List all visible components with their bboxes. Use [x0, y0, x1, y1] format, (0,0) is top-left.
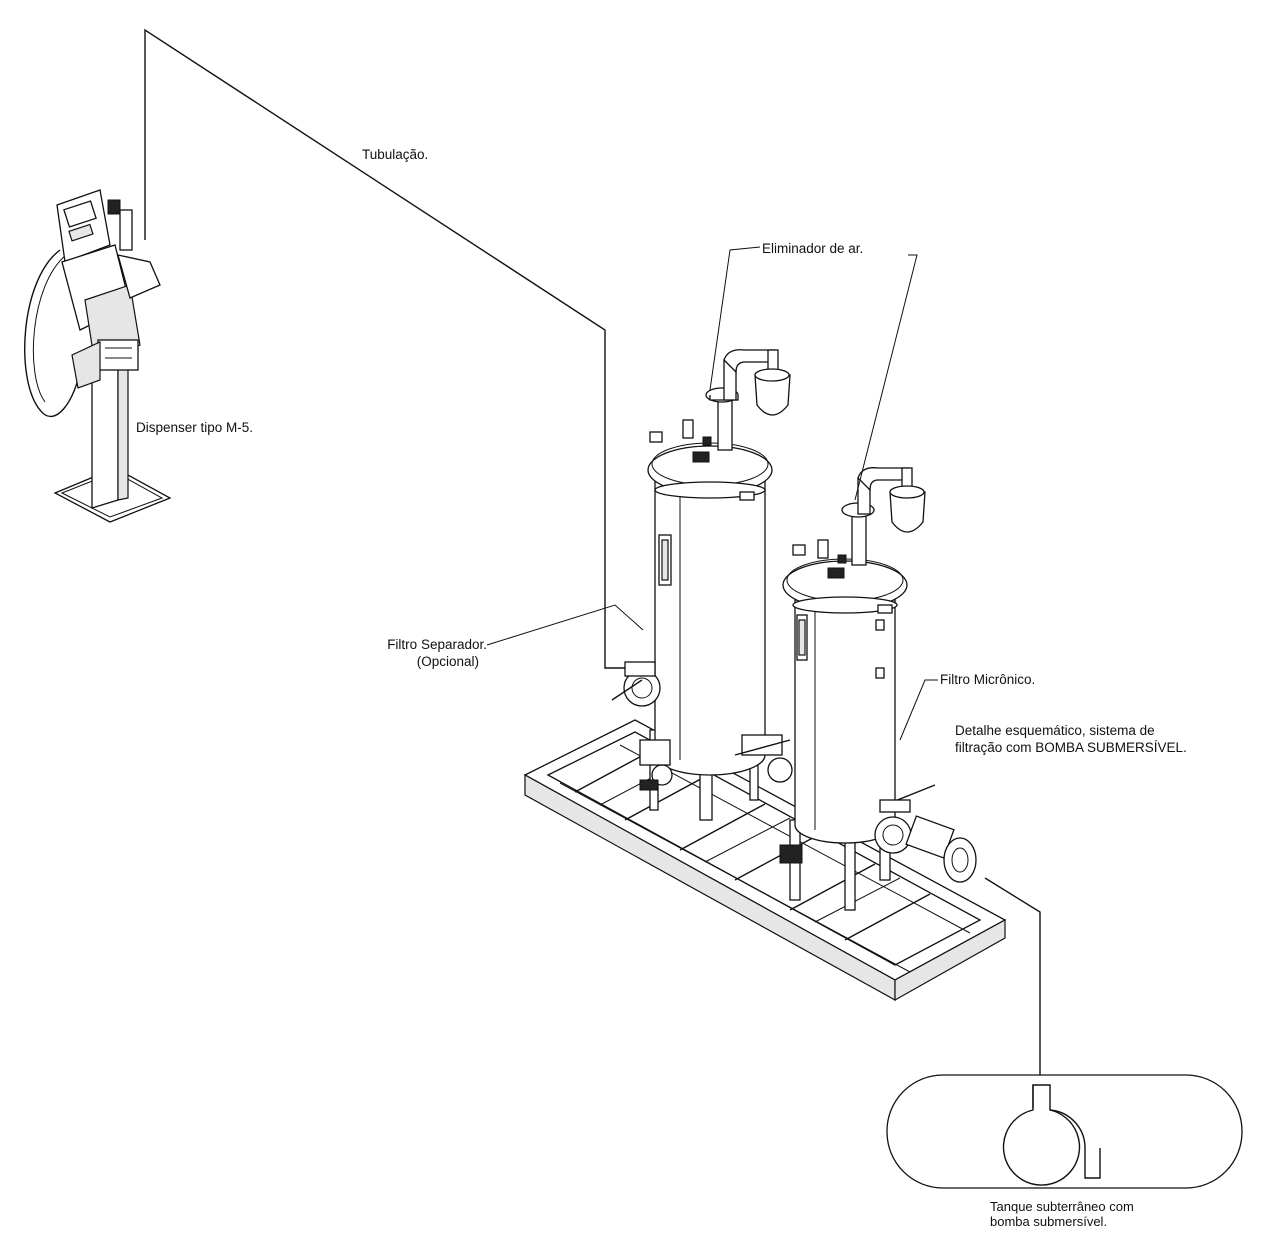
filtro-micronico-vessel	[734, 544, 977, 911]
label-tubulacao: Tubulação.	[362, 147, 429, 162]
detalhe-line2: filtração com BOMBA SUBMERSÍVEL.	[955, 740, 1187, 755]
pump-symbol	[1002, 1084, 1081, 1186]
skid-frame	[523, 719, 1007, 1002]
leader-eliminador-right	[854, 254, 918, 501]
dispenser-m5	[24, 189, 172, 523]
tanque-subterraneo	[886, 1074, 1243, 1189]
filtro-separador-vessel	[611, 431, 773, 821]
tanque-line1: Tanque subterrâneo com	[990, 1199, 1134, 1214]
label-detalhe-esquematico: Detalhe esquemático, sistema de filtraçã…	[955, 722, 1187, 756]
label-dispenser: Dispenser tipo M-5.	[136, 420, 254, 435]
leader-filtro-separador	[486, 604, 644, 646]
tanque-line2: bomba submersível.	[990, 1214, 1108, 1229]
eliminador-de-ar-left	[682, 349, 791, 463]
supply-pipe	[984, 877, 1041, 1075]
label-filtro-separador-line1: Filtro Separador.	[387, 637, 487, 652]
eliminador-de-ar-right	[817, 467, 926, 579]
leader-eliminador-left	[709, 246, 761, 391]
label-tanque: Tanque subterrâneo com bomba submersível…	[990, 1199, 1134, 1229]
label-opcional: (Opcional)	[416, 654, 479, 669]
tubulacao-pipe	[144, 28, 628, 669]
leader-filtro-micronico	[899, 679, 938, 741]
label-filtro-micronico: Filtro Micrônico.	[940, 672, 1036, 687]
detalhe-line1: Detalhe esquemático, sistema de	[955, 723, 1155, 738]
label-eliminador-de-ar: Eliminador de ar.	[762, 241, 864, 256]
label-filtro-separador: Filtro Separador. (Opcional)	[335, 636, 487, 670]
